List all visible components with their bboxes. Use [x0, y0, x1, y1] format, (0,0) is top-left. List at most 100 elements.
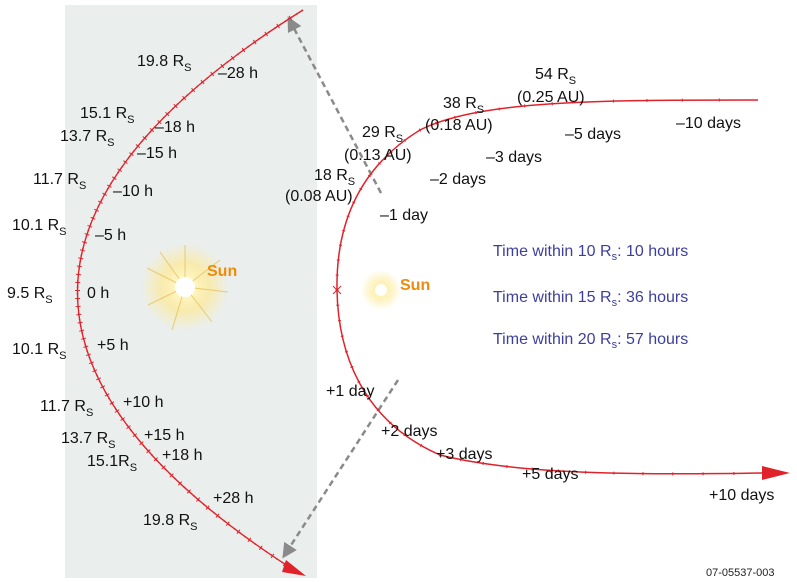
orbit-tick — [84, 233, 90, 236]
orbit-tick — [117, 168, 122, 172]
time-label: –1 day — [380, 207, 428, 224]
orbit-tick — [146, 449, 151, 454]
orbit-tick — [438, 453, 442, 457]
orbit-tick — [210, 71, 215, 77]
distance-label: 18 RS — [314, 167, 355, 188]
orbit-tick — [389, 150, 393, 154]
orbit-tick — [94, 208, 99, 212]
orbit-tick — [186, 489, 191, 494]
orbit-tick — [403, 138, 406, 142]
orbit-tick — [225, 521, 230, 526]
orbit-tick — [454, 115, 456, 119]
orbit-tick — [83, 345, 89, 348]
orbit-tick — [200, 79, 205, 85]
orbit-tick — [241, 47, 246, 53]
orbit-tick — [90, 216, 96, 220]
orbit-tick — [114, 409, 120, 413]
orbit-tick — [342, 229, 346, 232]
sun-icon-small — [361, 270, 401, 310]
orbit-tick — [106, 184, 112, 188]
orbit-tick — [173, 103, 178, 109]
orbit-tick — [367, 174, 371, 178]
au-label: (0.08 AU) — [285, 188, 353, 205]
orbit-tick — [79, 249, 86, 252]
orbit-tick — [388, 421, 392, 425]
time-label: –10 days — [676, 115, 741, 132]
sun-label-large: Sun — [207, 263, 237, 280]
orbit-tick — [264, 31, 269, 37]
orbit-tick — [139, 441, 144, 446]
orbit-tick — [85, 353, 91, 357]
time-label: +10 days — [709, 487, 774, 504]
distance-label: 15.1RS — [87, 453, 137, 474]
orbit-tick — [357, 380, 361, 384]
orbit-tick — [149, 128, 155, 133]
time-label: +2 days — [381, 423, 437, 440]
orbit-tick — [97, 200, 103, 204]
orbit-tick — [220, 63, 225, 69]
orbit-tick — [165, 111, 170, 117]
full-orbit-arrowhead — [762, 466, 790, 480]
time-label: 0 h — [87, 285, 109, 302]
orbit-tick — [340, 335, 344, 337]
orbit-tick — [87, 224, 93, 228]
orbit-tick — [276, 23, 280, 29]
orbit-tick — [88, 361, 94, 365]
outbound-time-labels: +1 day +2 days +3 days +5 days +10 days — [326, 383, 774, 504]
inbound-time-labels: –1 day –2 days –3 days –5 days –10 days — [380, 115, 741, 224]
orbit-tick — [247, 537, 252, 543]
figure-id: 07-05537-003 — [706, 567, 775, 579]
orbit-tick — [96, 377, 102, 381]
distance-label: 19.8 RS — [137, 53, 191, 74]
time-label: –15 h — [137, 145, 177, 162]
orbit-tick — [270, 553, 275, 559]
orbit-tick — [77, 321, 83, 324]
distance-label: 54 RS — [535, 66, 576, 87]
orbit-tick — [205, 505, 210, 510]
sun-label-small: Sun — [400, 277, 430, 294]
orbit-tick — [420, 443, 423, 448]
time-label: +10 h — [123, 394, 163, 411]
orbit-tick — [418, 128, 422, 132]
time-label: –10 h — [113, 183, 153, 200]
orbit-tick — [129, 152, 134, 157]
orbit-tick — [258, 545, 263, 551]
orbit-tick — [376, 408, 380, 412]
orbit-tick — [359, 187, 363, 191]
distance-label: 38 RS — [443, 95, 484, 116]
distance-label: 13.7 RS — [60, 128, 114, 149]
stat-line: Time within 10 Rs: 10 hours — [493, 243, 688, 263]
distance-label: 29 RS — [362, 124, 403, 145]
orbit-tick — [215, 513, 220, 518]
orbit-tick — [403, 433, 406, 437]
orbit-tick — [350, 365, 354, 368]
distance-label: 10.1 RS — [12, 341, 66, 362]
orbit-tick — [135, 144, 141, 149]
orbit-tick — [80, 337, 87, 340]
orbit-tick — [435, 121, 438, 125]
full-orbit-ticks — [335, 98, 766, 476]
orbit-tick — [82, 241, 88, 244]
distance-label: 19.8 RS — [143, 512, 197, 533]
orbit-tick — [123, 160, 128, 165]
distance-label: 11.7 RS — [40, 398, 93, 419]
orbit-tick — [196, 497, 201, 502]
time-label: –18 h — [155, 119, 195, 136]
orbit-tick — [79, 329, 85, 332]
au-label: (0.13 AU) — [344, 147, 412, 164]
orbit-tick — [153, 457, 158, 462]
orbit-tick — [338, 244, 342, 247]
zoom-arrow-top — [287, 16, 383, 194]
orbit-tick — [132, 433, 138, 438]
orbit-tick — [169, 473, 174, 478]
orbit-tick — [75, 273, 81, 276]
zoom-orbit-arrowhead — [282, 560, 306, 576]
orbit-tick — [109, 401, 115, 405]
stat-line: Time within 20 Rs: 57 hours — [493, 331, 688, 351]
orbit-tick — [76, 265, 82, 268]
time-label: +1 day — [326, 383, 374, 400]
distance-label: 13.7 RS — [61, 430, 115, 451]
orbit-tick — [111, 176, 117, 180]
time-label: +15 h — [144, 427, 184, 444]
orbit-tick — [288, 15, 293, 21]
